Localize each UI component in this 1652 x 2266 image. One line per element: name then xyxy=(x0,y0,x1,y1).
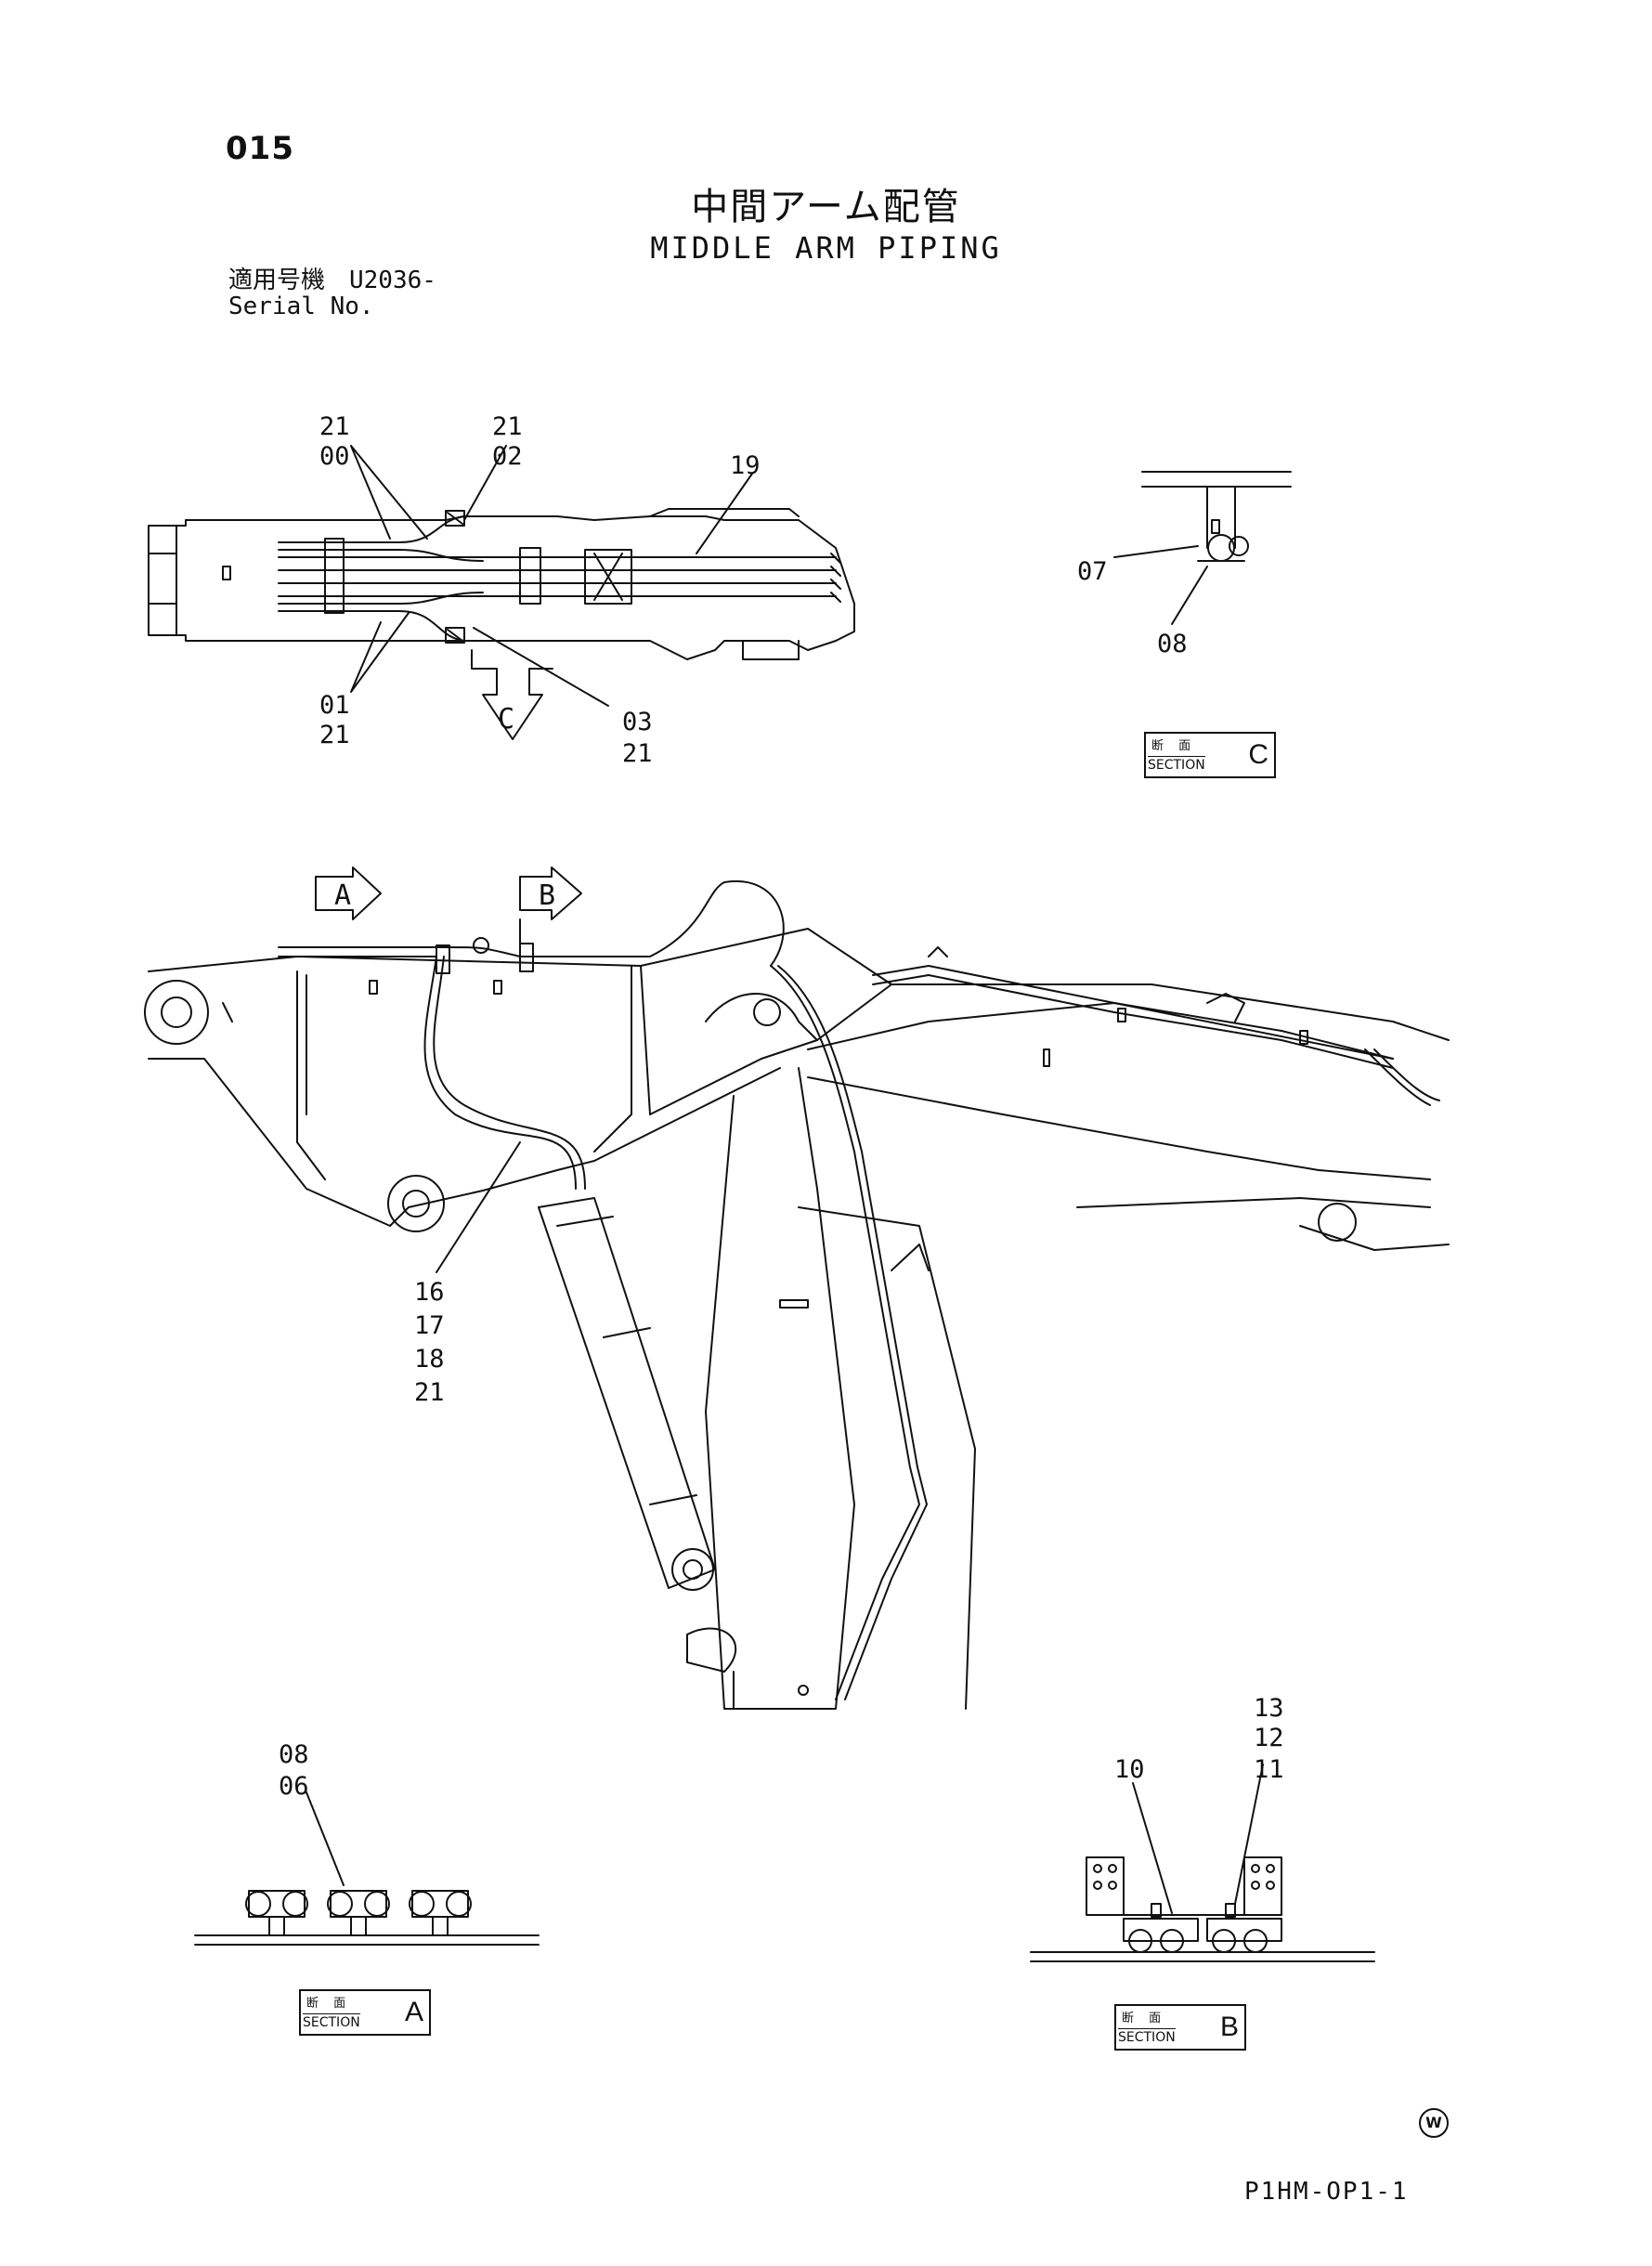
callout-b-13: 13 xyxy=(1254,1694,1284,1723)
section-b-letter: B xyxy=(1219,2012,1239,2042)
callout-main-21: 21 xyxy=(414,1378,445,1407)
callout-b-10: 10 xyxy=(1114,1755,1145,1784)
callout-b-11: 11 xyxy=(1254,1755,1284,1784)
callout-top-02: 02 xyxy=(492,442,523,471)
section-a-label: 断 面 SECTION A xyxy=(299,1989,431,2036)
side-view xyxy=(144,866,1450,1710)
callout-top-21a: 21 xyxy=(319,412,350,441)
callout-b-12: 12 xyxy=(1254,1724,1284,1752)
callout-top-21b: 21 xyxy=(492,412,523,441)
serial-jp: 適用号機 U2036- xyxy=(228,267,436,294)
section-a-view xyxy=(194,1791,540,1946)
section-a-en: SECTION xyxy=(303,2013,360,2030)
section-b-en: SECTION xyxy=(1118,2028,1176,2045)
section-c-view xyxy=(1113,471,1292,625)
watermark-icon: W xyxy=(1419,2108,1449,2138)
document-code: P1HM-OP1-1 xyxy=(1244,2178,1409,2206)
callout-c-07: 07 xyxy=(1077,557,1108,586)
view-arrow-b-label: B xyxy=(539,879,555,912)
serial-info: 適用号機 U2036- Serial No. xyxy=(228,267,436,319)
callout-a-06: 06 xyxy=(279,1772,309,1801)
title-english: MIDDLE ARM PIPING xyxy=(650,230,1002,266)
callout-main-17: 17 xyxy=(414,1311,445,1340)
callout-main-18: 18 xyxy=(414,1345,445,1374)
callout-top-03: 03 xyxy=(622,708,653,736)
section-c-label: 断 面 SECTION C xyxy=(1144,732,1276,778)
serial-en: Serial No. xyxy=(228,293,374,320)
section-b-label: 断 面 SECTION B xyxy=(1114,2004,1246,2051)
callout-c-08: 08 xyxy=(1157,630,1188,658)
callout-top-21c: 21 xyxy=(319,721,350,749)
callout-top-01: 01 xyxy=(319,691,350,720)
view-arrow-c-label: C xyxy=(498,703,514,736)
section-a-letter: A xyxy=(404,1997,423,2027)
callout-top-21d: 21 xyxy=(622,739,653,768)
section-c-letter: C xyxy=(1248,739,1268,770)
callout-top-00: 00 xyxy=(319,442,350,471)
callout-a-08: 08 xyxy=(279,1740,309,1769)
callout-main-16: 16 xyxy=(414,1278,445,1307)
title-japanese: 中間アーム配管 xyxy=(691,186,961,228)
page-number: 015 xyxy=(226,130,294,167)
section-b-view xyxy=(1030,1764,1375,1962)
section-a-jp: 断 面 xyxy=(306,1997,352,2011)
section-c-jp: 断 面 xyxy=(1151,739,1197,753)
plan-view xyxy=(148,445,855,740)
view-arrow-a-label: A xyxy=(334,879,351,912)
callout-top-19: 19 xyxy=(730,451,761,480)
section-b-jp: 断 面 xyxy=(1122,2012,1167,2025)
section-c-en: SECTION xyxy=(1148,756,1205,773)
